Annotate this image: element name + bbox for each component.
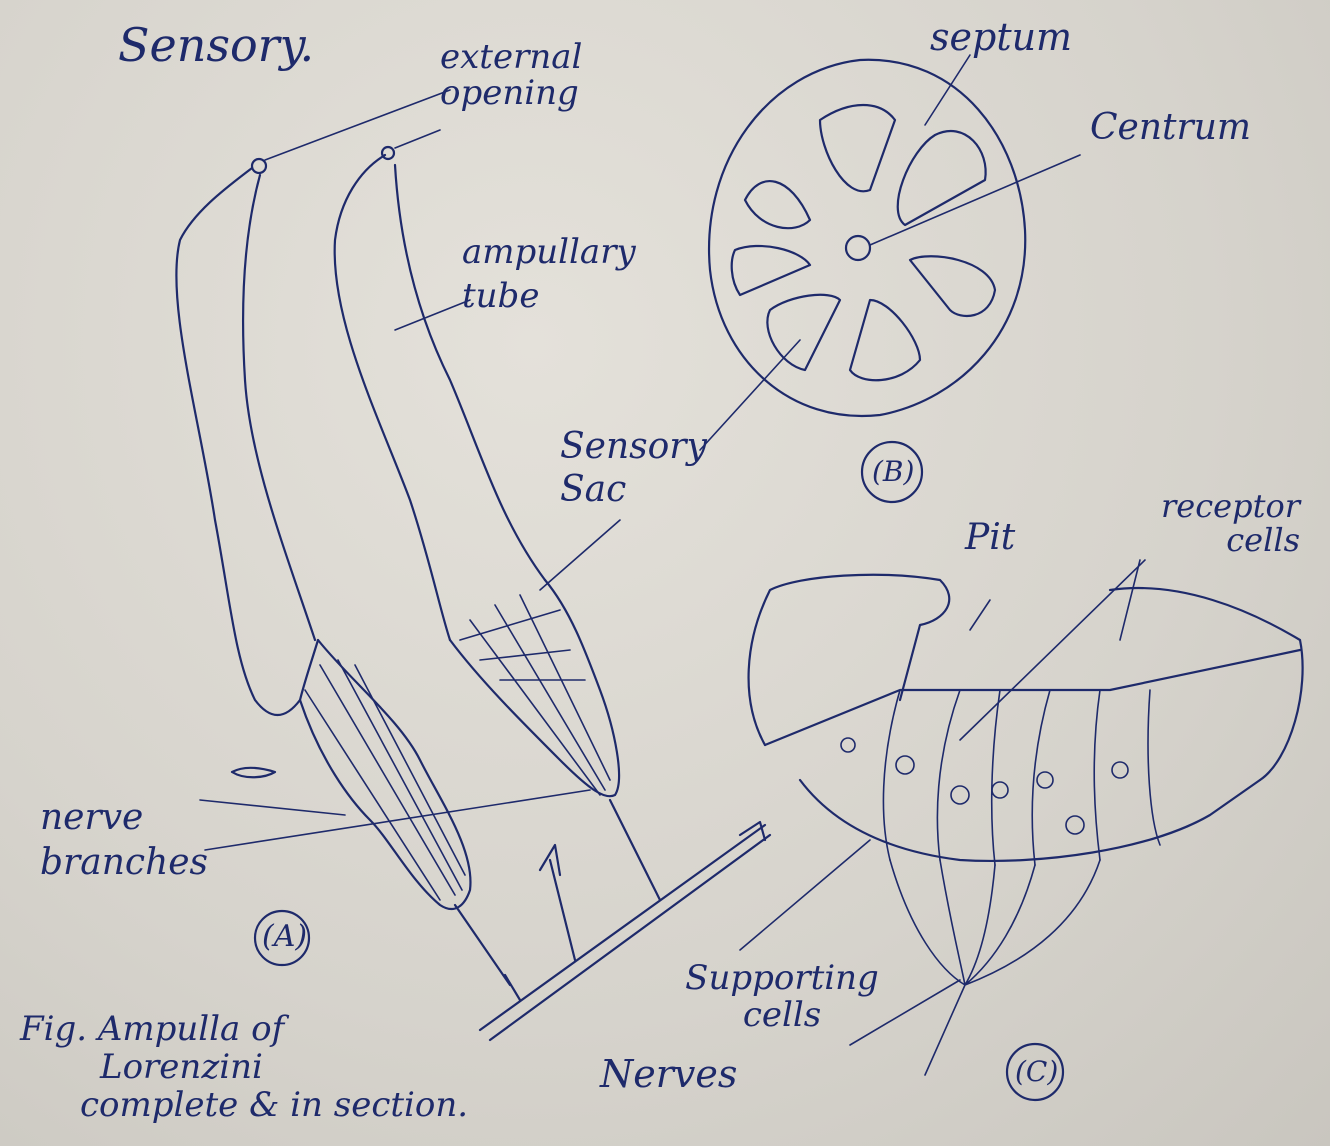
label-sensory-sac: Sensory Sac [560, 425, 730, 511]
label-external-opening: external opening [440, 40, 640, 111]
chamber-6 [732, 246, 810, 295]
nucleus-5 [1066, 816, 1084, 834]
ampulla-right-outline [335, 155, 545, 640]
marker-a-label: (A) [262, 922, 307, 952]
label-pit: Pit [965, 520, 1015, 556]
leader-nerve [200, 790, 590, 850]
chamber-1 [820, 105, 895, 191]
nerve-fibres [890, 860, 1100, 1075]
label-receptor-cells: receptor cells [1110, 490, 1300, 557]
nerve-left [455, 905, 520, 1000]
chamber-3 [910, 256, 995, 316]
nerve-branch-scribble [232, 768, 275, 777]
figure-caption: Fig. Ampulla of Lorenzini complete & in … [20, 1010, 468, 1124]
section-outline [709, 60, 1025, 416]
label-ampullary-tube: ampullary tube [462, 230, 652, 318]
ampulla-left-sac [300, 640, 470, 909]
opening-right [382, 147, 394, 159]
leader-septum [925, 55, 970, 125]
nucleus-2 [951, 786, 969, 804]
chamber-2 [898, 131, 986, 225]
caption-line-3: complete & in section. [20, 1086, 468, 1124]
leader-receptor [960, 560, 1145, 740]
ampulla-left-septa [305, 660, 465, 900]
figure-b-cross-section [700, 55, 1080, 502]
caption-line-1: Fig. Ampulla of [20, 1010, 468, 1048]
label-septum: septum [930, 18, 1072, 56]
nerve-right [610, 800, 660, 900]
label-centrum: Centrum [1090, 110, 1251, 146]
centrum-dot [846, 236, 870, 260]
label-nerve-branches: nerve branches [40, 795, 210, 885]
leader-external-opening [265, 90, 450, 160]
opening-left [252, 159, 266, 173]
leader-sensory-sac [540, 520, 620, 590]
nucleus-3 [992, 782, 1008, 798]
nucleus-7 [841, 738, 855, 752]
leader-pit [970, 600, 990, 630]
ampulla-left-outline [176, 168, 318, 715]
caption-line-2: Lorenzini [20, 1048, 468, 1086]
ampulla-right-sac [450, 580, 619, 796]
nucleus-6 [1112, 762, 1128, 778]
marker-c-label: (C) [1015, 1058, 1058, 1086]
nucleus-1 [896, 756, 914, 774]
marker-b-label: (B) [872, 458, 914, 486]
page-title: Sensory. [118, 22, 314, 68]
ampulla-right-septa [460, 595, 610, 795]
nerve-middle [540, 845, 575, 960]
chamber-7 [745, 181, 810, 228]
epidermis-outline [749, 575, 1303, 780]
chamber-4 [850, 300, 920, 380]
chamber-5 [767, 295, 840, 370]
label-nerves: Nerves [600, 1055, 737, 1093]
leader-centrum [870, 155, 1080, 245]
label-supporting-cells: Supporting cells [682, 960, 882, 1035]
leader-ampullary-tube [395, 300, 470, 330]
nucleus-4 [1037, 772, 1053, 788]
